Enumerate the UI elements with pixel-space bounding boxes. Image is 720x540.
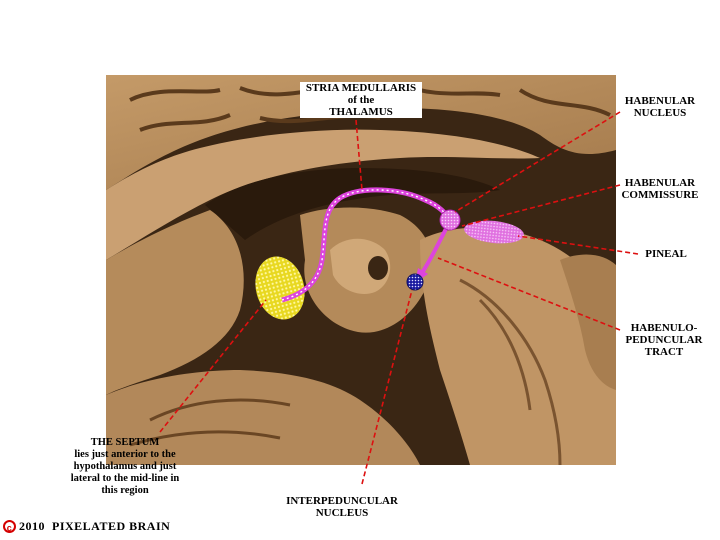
- label-line: HABENULAR: [624, 177, 696, 189]
- septum-region: [255, 256, 305, 320]
- interpeduncular-nucleus: [406, 273, 424, 291]
- label-line: THALAMUS: [329, 106, 393, 118]
- label-line: TRACT: [644, 346, 684, 358]
- label-line: HABENULO-: [630, 322, 698, 334]
- label-habenular-nucleus: HABENULAR NUCLEUS: [616, 95, 704, 119]
- leader-habenular-nucleus: [454, 111, 621, 213]
- label-line: of the: [347, 94, 375, 106]
- leader-interpeduncular: [361, 289, 413, 485]
- label-stria-medullaris: STRIA MEDULLARIS of the THALAMUS: [300, 82, 422, 118]
- pineal-body: [464, 220, 524, 244]
- leader-septum: [159, 299, 267, 433]
- label-line: NUCLEUS: [633, 107, 687, 119]
- label-line: hypothalamus and just: [73, 461, 177, 472]
- label-habenulo-peduncular-tract: HABENULO- PEDUNCULAR TRACT: [616, 322, 712, 358]
- leader-lines: [159, 111, 639, 485]
- label-line: INTERPEDUNCULAR: [286, 495, 398, 507]
- label-line: HABENULAR: [624, 95, 696, 107]
- label-interpeduncular-nucleus: INTERPEDUNCULAR NUCLEUS: [268, 495, 416, 519]
- leader-stria: [355, 119, 363, 191]
- label-habenular-commissure: HABENULAR COMMISSURE: [612, 177, 708, 201]
- habenular-nucleus: [439, 209, 461, 231]
- leader-habenulo-peduncular: [437, 257, 621, 331]
- leader-habenular-commissure: [461, 184, 621, 227]
- copyright-icon: c: [3, 520, 16, 533]
- label-line: COMMISSURE: [621, 189, 699, 201]
- leader-pineal: [517, 235, 639, 255]
- label-septum: THE SEPTUM lies just anterior to the hyp…: [40, 437, 210, 497]
- label-line: NUCLEUS: [315, 507, 369, 519]
- label-line: PINEAL: [645, 248, 687, 260]
- brain-photo: [106, 75, 616, 466]
- label-line: lateral to the mid-line in: [70, 473, 180, 484]
- label-line: lies just anterior to the: [74, 449, 176, 460]
- label-pineal: PINEAL: [636, 248, 696, 260]
- copyright-notice: c 2010 PIXELATED BRAIN: [3, 519, 170, 534]
- label-line: STRIA MEDULLARIS: [305, 82, 417, 94]
- copyright-text: 2010 PIXELATED BRAIN: [19, 519, 171, 533]
- label-line: THE SEPTUM: [90, 437, 160, 448]
- label-line: this region: [101, 485, 149, 496]
- label-line: PEDUNCULAR: [625, 334, 703, 346]
